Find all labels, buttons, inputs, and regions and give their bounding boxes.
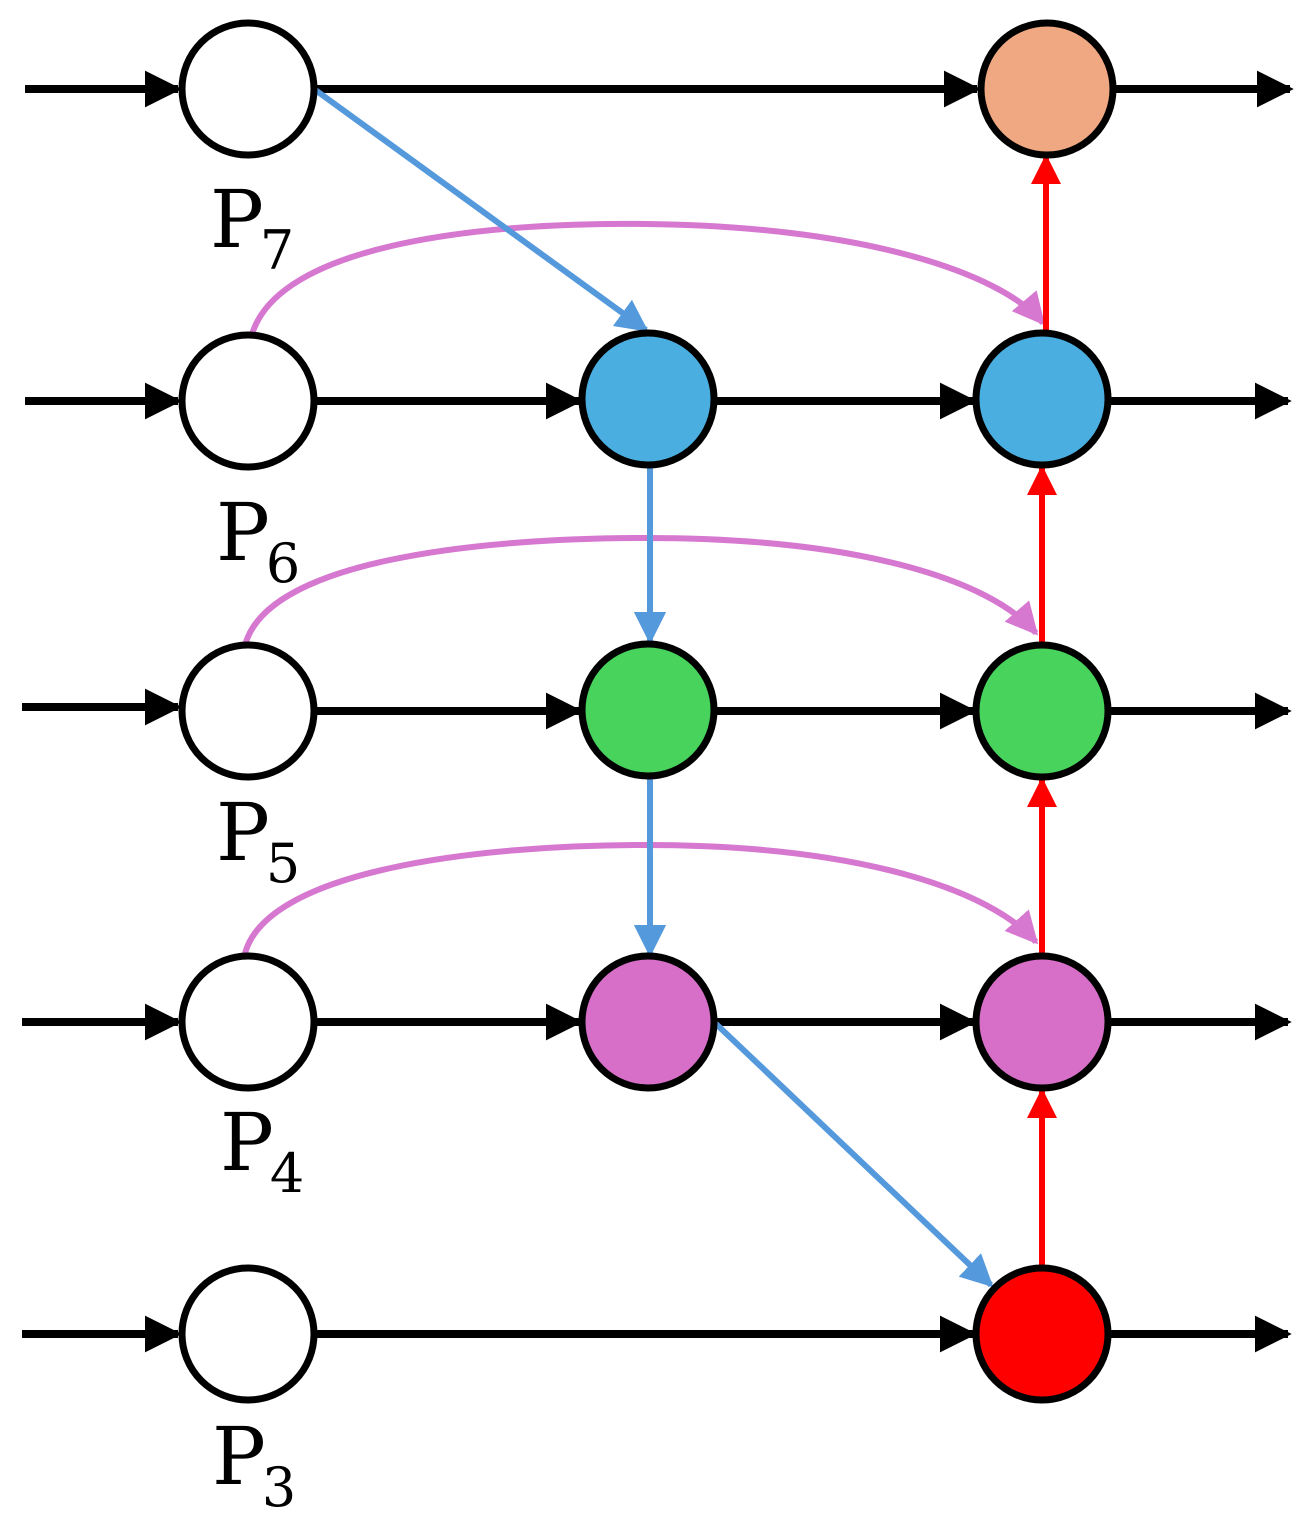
p5-output-node — [972, 641, 1112, 781]
level-label-p6: P6 — [216, 486, 300, 595]
p5-middle-node — [578, 640, 718, 780]
level-label-subscript: 6 — [266, 532, 300, 595]
p7-output-node — [977, 19, 1117, 159]
level-labels: P7 P6 P5 P4 P3 — [210, 173, 304, 1519]
level-label-p3: P3 — [212, 1410, 296, 1519]
level-label-p4: P4 — [220, 1096, 304, 1205]
p6-middle-node — [578, 329, 718, 469]
nodes — [178, 19, 1117, 1404]
p3-input-node — [178, 1264, 318, 1404]
p5-skip-arrow — [241, 534, 1039, 651]
p6-input-node — [178, 331, 318, 471]
level-label-letter: P — [216, 486, 270, 579]
p6-skip-arrow — [248, 220, 1046, 339]
level-label-letter: P — [216, 786, 270, 879]
level-label-letter: P — [210, 173, 264, 266]
p7-to-p6-mid-arrow — [312, 86, 649, 333]
level-label-letter: P — [212, 1410, 266, 1503]
level-label-p5: P5 — [216, 786, 300, 895]
level-label-p7: P7 — [210, 173, 294, 282]
skip-connections — [241, 220, 1046, 959]
p7-input-node — [178, 19, 318, 159]
p4-input-node — [178, 952, 318, 1092]
horizontal-flows — [22, 70, 1294, 1353]
p4-middle-node — [578, 952, 718, 1092]
level-label-letter: P — [220, 1096, 274, 1189]
level-label-subscript: 3 — [262, 1456, 296, 1519]
p5-input-node — [178, 641, 318, 781]
p6-output-node — [972, 329, 1112, 469]
level-label-subscript: 5 — [266, 832, 300, 895]
p4-skip-arrow — [241, 841, 1039, 959]
p4-output-node — [972, 952, 1112, 1092]
bottom-up-path — [1027, 154, 1061, 1266]
p4-mid-to-p3-out-arrow — [711, 1019, 994, 1288]
top-down-path — [312, 86, 994, 1288]
level-label-subscript: 4 — [270, 1142, 304, 1205]
level-label-subscript: 7 — [260, 219, 294, 282]
p3-output-node — [972, 1264, 1112, 1404]
